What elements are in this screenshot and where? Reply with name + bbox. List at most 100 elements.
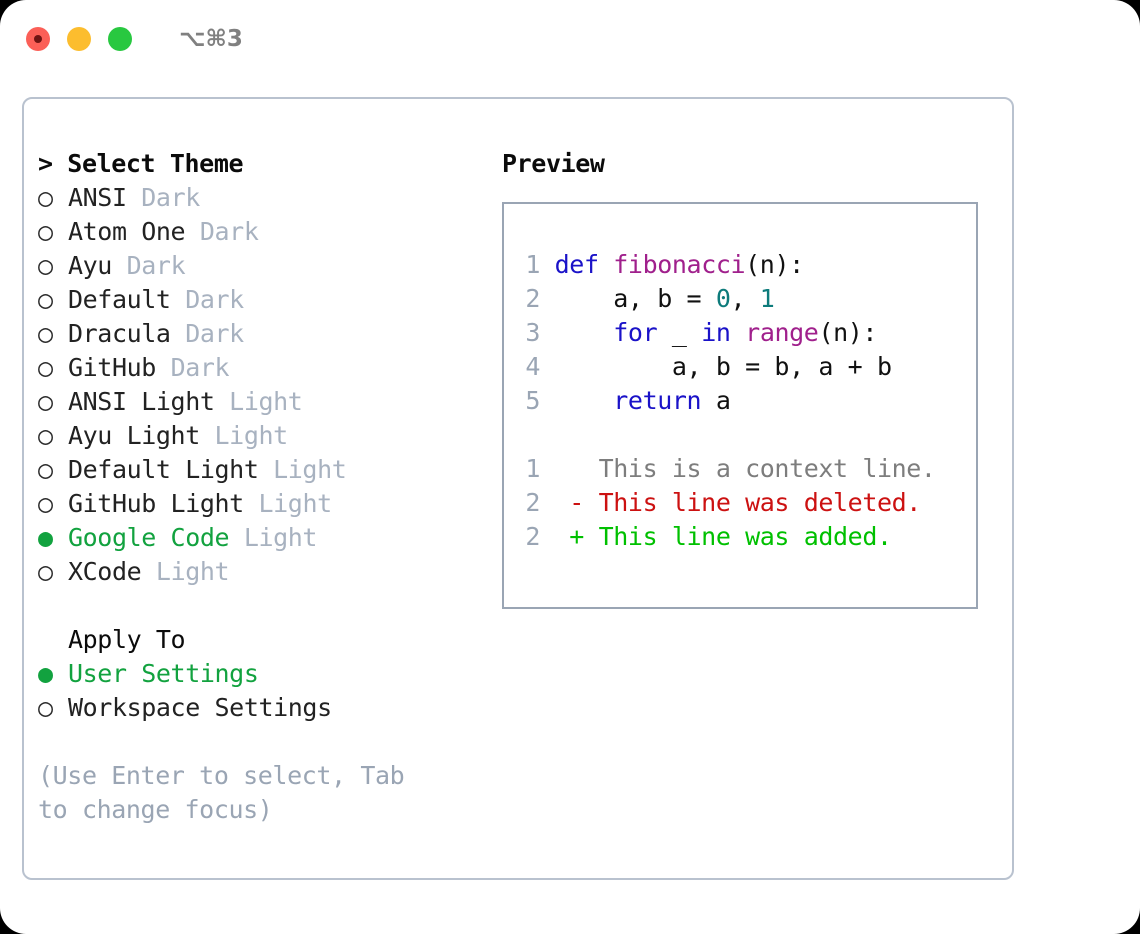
theme-list-item[interactable]: ○Atom One Dark xyxy=(38,215,488,249)
radio-unselected-icon[interactable]: ○ xyxy=(38,217,53,246)
theme-variant-badge: Dark xyxy=(170,353,230,382)
code-token: (n): xyxy=(818,318,878,347)
code-line: 4 a, b = b, a + b xyxy=(524,350,976,384)
theme-list-item[interactable]: ○ Ayu Light Light xyxy=(38,419,488,453)
code-token xyxy=(599,250,614,279)
line-number: 3 xyxy=(525,318,540,347)
maximize-button-icon[interactable] xyxy=(108,27,132,51)
theme-name-label: Ayu xyxy=(68,251,112,280)
line-number: 1 xyxy=(525,250,540,279)
theme-variant-badge: Light xyxy=(258,489,332,518)
theme-name-label: Google Code xyxy=(68,523,230,552)
radio-unselected-icon[interactable]: ○ xyxy=(38,489,53,518)
diff-marker xyxy=(540,454,599,483)
theme-name-label: GitHub xyxy=(68,353,156,382)
close-button-icon[interactable] xyxy=(26,27,50,51)
radio-unselected-icon[interactable]: ○ xyxy=(38,285,53,314)
code-token: (n): xyxy=(745,250,804,279)
apply-to-list-item[interactable]: ● User Settings xyxy=(38,657,488,691)
spacer xyxy=(38,589,488,623)
code-token xyxy=(540,318,613,347)
title-bar: ⌥⌘3 xyxy=(0,0,1140,78)
diff-sample: 1 This is a context line.2 - This line w… xyxy=(524,452,976,554)
radio-unselected-icon[interactable]: ○ xyxy=(38,251,53,280)
diff-text: This line was added. xyxy=(598,522,892,551)
main-panel: > Select Theme ○ANSI Dark○Atom One Dark○… xyxy=(22,97,1014,880)
code-token: a xyxy=(701,386,731,415)
theme-list-item[interactable]: ○ Dracula Dark xyxy=(38,317,488,351)
radio-unselected-icon[interactable]: ○ xyxy=(38,455,53,484)
diff-text: This is a context line. xyxy=(598,454,936,483)
code-token xyxy=(540,386,613,415)
theme-list-item[interactable]: ○ GitHub Dark xyxy=(38,351,488,385)
theme-name-label: Ayu Light xyxy=(68,421,200,450)
minimize-button-icon[interactable] xyxy=(67,27,91,51)
line-number: 2 xyxy=(525,284,540,313)
theme-list-item[interactable]: ○Default Dark xyxy=(38,283,488,317)
radio-unselected-icon[interactable]: ○ xyxy=(38,319,53,348)
code-token: 1 xyxy=(759,284,775,313)
code-token: fibonacci xyxy=(613,250,746,279)
theme-variant-badge: Dark xyxy=(126,251,186,280)
select-theme-heading: > Select Theme xyxy=(38,149,244,178)
code-diff-spacer xyxy=(524,418,976,452)
code-token: def xyxy=(554,250,599,279)
radio-unselected-icon[interactable]: ○ xyxy=(38,183,53,212)
theme-variant-badge: Light xyxy=(243,523,318,552)
theme-variant-badge: Light xyxy=(273,455,347,484)
radio-unselected-icon[interactable]: ○ xyxy=(38,557,53,586)
theme-name-label: Dracula xyxy=(68,319,171,348)
code-token: _ xyxy=(657,318,702,347)
theme-list-item[interactable]: ○ANSI Dark xyxy=(38,181,488,215)
theme-variant-badge: Dark xyxy=(185,319,244,348)
theme-name-label: Atom One xyxy=(68,217,186,246)
radio-selected-icon[interactable]: ● xyxy=(38,523,53,552)
line-number: 4 xyxy=(525,352,540,381)
line-number: 1 xyxy=(525,454,540,483)
theme-list-item[interactable]: ○ XCode Light xyxy=(38,555,488,589)
code-token: a, b = b, a + b xyxy=(540,352,892,381)
apply-to-label: Workspace Settings xyxy=(68,693,332,722)
theme-list-item[interactable]: ● Google Code Light xyxy=(38,521,488,555)
radio-selected-icon[interactable]: ● xyxy=(38,659,53,688)
apply-to-label: User Settings xyxy=(68,659,259,688)
radio-unselected-icon[interactable]: ○ xyxy=(38,353,53,382)
theme-name-label: ANSI xyxy=(68,183,127,212)
code-token: range xyxy=(745,318,819,347)
line-number: 2 xyxy=(525,488,540,517)
radio-unselected-icon[interactable]: ○ xyxy=(38,421,53,450)
code-token: return xyxy=(613,386,702,415)
theme-list-item[interactable]: ○ANSI Light Light xyxy=(38,385,488,419)
code-token: , xyxy=(730,284,760,313)
keyboard-hint-text: (Use Enter to select, Tab to change focu… xyxy=(38,761,405,824)
apply-to-list[interactable]: ● User Settings ○ Workspace Settings xyxy=(38,657,488,725)
code-token: a, b = xyxy=(540,284,716,313)
diff-line: 2 - This line was deleted. xyxy=(524,486,976,520)
line-number: 2 xyxy=(525,522,540,551)
theme-name-label: Default Light xyxy=(68,455,259,484)
diff-line: 2 + This line was added. xyxy=(524,520,976,554)
traffic-light-group xyxy=(26,27,132,51)
code-token: in xyxy=(701,318,731,347)
theme-name-label: XCode xyxy=(68,557,142,586)
diff-line: 1 This is a context line. xyxy=(524,452,976,486)
theme-list-item[interactable]: ○ Ayu Dark xyxy=(38,249,488,283)
theme-variant-badge: Light xyxy=(214,421,289,450)
theme-variant-badge: Light xyxy=(229,387,303,416)
radio-unselected-icon[interactable]: ○ xyxy=(38,693,53,722)
diff-marker: - xyxy=(540,488,599,517)
theme-list-item[interactable]: ○GitHub Light Light xyxy=(38,487,488,521)
apply-to-list-item[interactable]: ○ Workspace Settings xyxy=(38,691,488,725)
code-token: 0 xyxy=(715,284,731,313)
theme-variant-badge: Light xyxy=(155,557,230,586)
preview-column: Preview 1 def fibonacci(n):2 a, b = 0, 1… xyxy=(502,147,1002,609)
theme-list-item[interactable]: ○ Default Light Light xyxy=(38,453,488,487)
code-line: 1 def fibonacci(n): xyxy=(524,248,976,282)
radio-unselected-icon[interactable]: ○ xyxy=(38,387,53,416)
code-line: 2 a, b = 0, 1 xyxy=(524,282,976,316)
theme-selector-column: > Select Theme ○ANSI Dark○Atom One Dark○… xyxy=(38,147,488,827)
theme-list[interactable]: ○ANSI Dark○Atom One Dark○Ayu Dark○Defaul… xyxy=(38,181,488,589)
apply-to-heading: Apply To xyxy=(68,625,186,654)
